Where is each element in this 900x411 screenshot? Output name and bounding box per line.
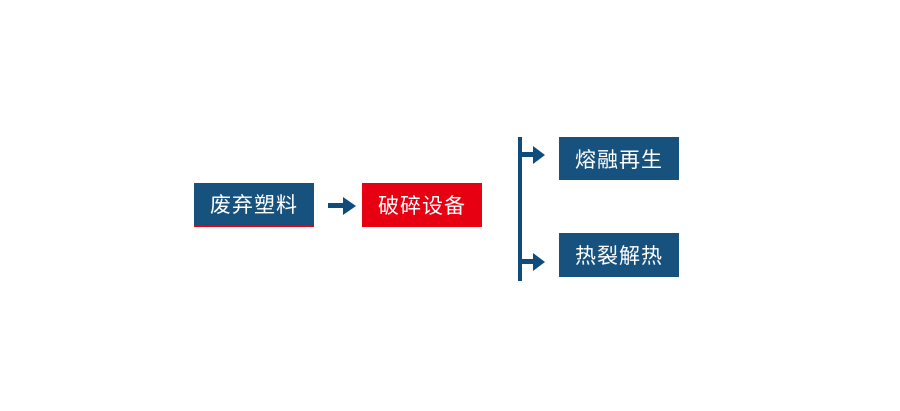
node-pyrolysis-heat-label: 热裂解热 bbox=[575, 245, 663, 268]
node-melt-regeneration: 熔融再生 bbox=[559, 137, 679, 180]
branch-arrow-bottom-icon bbox=[533, 252, 545, 271]
node-pyrolysis-heat: 热裂解热 bbox=[559, 233, 679, 277]
node-crushing-equipment-label: 破碎设备 bbox=[378, 195, 466, 218]
node-crushing-equipment: 破碎设备 bbox=[362, 183, 482, 227]
node-melt-regeneration-label: 熔融再生 bbox=[575, 148, 663, 172]
node-waste-plastic-label: 废弃塑料 bbox=[210, 194, 298, 217]
arrow-main-shaft bbox=[328, 203, 344, 208]
arrow-right-icon bbox=[343, 196, 356, 215]
branch-arrow-bottom-shaft bbox=[522, 259, 534, 264]
node-waste-plastic: 废弃塑料 bbox=[194, 183, 314, 227]
branch-arrow-top-shaft bbox=[522, 152, 534, 157]
branch-trunk-line bbox=[518, 137, 522, 281]
branch-arrow-top-icon bbox=[533, 145, 545, 164]
